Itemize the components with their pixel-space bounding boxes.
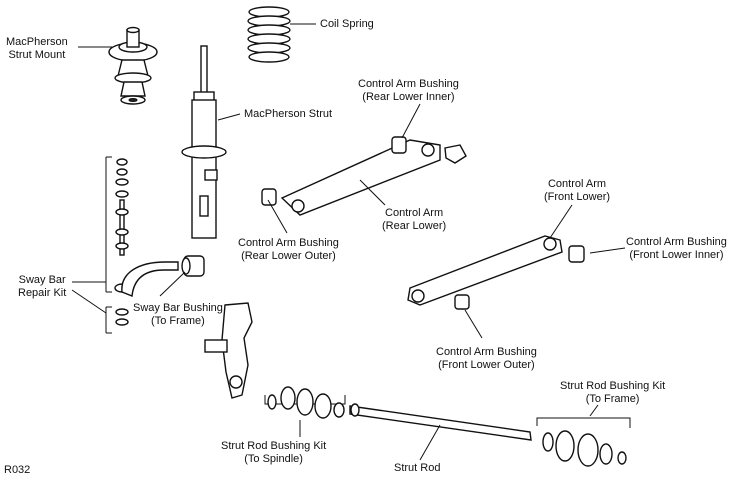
control-arm-bushing-rear-lower-inner xyxy=(391,136,467,164)
diagram-code: R032 xyxy=(4,464,31,476)
leader-lines xyxy=(71,23,626,461)
sway-bar xyxy=(121,261,179,297)
macpherson-strut-mount xyxy=(108,26,158,105)
label-coil-spring: Coil Spring xyxy=(320,18,374,30)
strut-rod-bushing-kit-frame xyxy=(536,417,631,467)
control-arm-bushing-rear-lower-outer xyxy=(261,188,277,206)
label-sway-bar-bushing: Sway Bar Bushing (To Frame) xyxy=(133,302,223,327)
strut-rod-bushing-kit-spindle xyxy=(264,386,346,419)
control-arm-bushing-front-lower-outer xyxy=(454,294,470,310)
label-strut-rod: Strut Rod xyxy=(394,462,441,474)
control-arm-rear-lower xyxy=(280,139,441,216)
label-control-arm-bushing-rear-lower-inner: Control Arm Bushing (Rear Lower Inner) xyxy=(358,78,459,103)
label-strut-rod-bushing-kit-frame: Strut Rod Bushing Kit (To Frame) xyxy=(560,380,666,405)
label-strut-rod-bushing-kit-spindle: Strut Rod Bushing Kit (To Spindle) xyxy=(221,440,327,465)
label-control-arm-bushing-front-lower-inner: Control Arm Bushing (Front Lower Inner) xyxy=(626,236,727,261)
strut-rod xyxy=(349,403,532,441)
macpherson-strut xyxy=(181,45,227,239)
label-control-arm-bushing-front-lower-outer: Control Arm Bushing (Front Lower Outer) xyxy=(436,346,537,371)
label-sway-bar-repair-kit: Sway Bar Repair Kit xyxy=(18,274,67,299)
sway-bar-bushing xyxy=(181,255,205,277)
sway-bar-repair-kit xyxy=(105,156,130,334)
steering-knuckle xyxy=(204,302,253,399)
label-control-arm-rear-lower: Control Arm (Rear Lower) xyxy=(382,207,447,232)
label-macpherson-strut-mount: MacPherson Strut Mount xyxy=(6,36,68,61)
coil-spring xyxy=(247,6,291,63)
control-arm-bushing-front-lower-inner xyxy=(568,245,585,263)
label-control-arm-bushing-rear-lower-outer: Control Arm Bushing (Rear Lower Outer) xyxy=(238,237,339,262)
label-macpherson-strut: MacPherson Strut xyxy=(244,108,333,120)
label-control-arm-front-lower: Control Arm (Front Lower) xyxy=(544,178,611,203)
control-arm-front-lower xyxy=(407,235,563,306)
